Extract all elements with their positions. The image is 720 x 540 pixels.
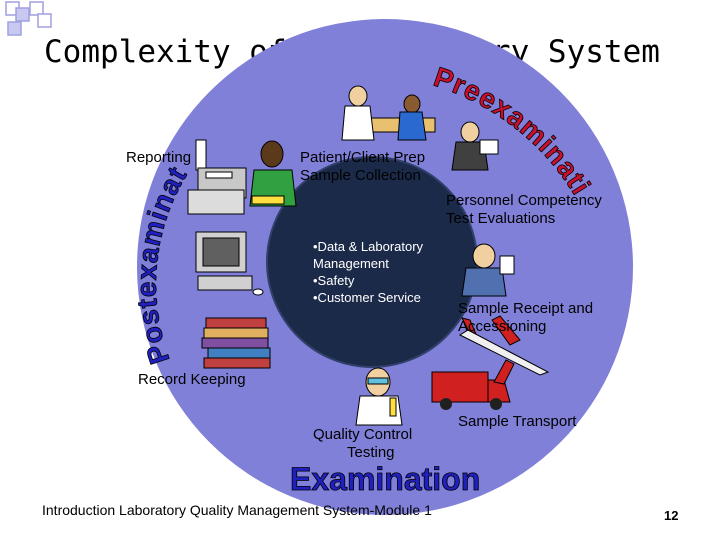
- lab-technician-illustration: [355, 367, 403, 426]
- label-patient-prep: Patient/Client Prep: [300, 149, 426, 166]
- book-stack-icon: [201, 317, 271, 369]
- computer-icon: [195, 231, 264, 296]
- fax-machine-icon: [187, 139, 247, 215]
- page-number: 12: [664, 508, 679, 523]
- label-personnel-competency: Personnel Competency: [446, 192, 602, 209]
- center-circle: [267, 157, 477, 367]
- label-accessioning: Accessioning: [458, 318, 547, 335]
- label-quality-control: Quality Control: [313, 426, 413, 443]
- decorative-squares: [5, 1, 52, 36]
- label-sample-collection: Sample Collection: [300, 167, 421, 184]
- van-icon: [431, 371, 511, 410]
- slide-footer: Introduction Laboratory Quality Manageme…: [42, 502, 432, 518]
- label-sample-receipt: Sample Receipt and: [458, 300, 594, 317]
- label-test-evaluations: Test Evaluations: [446, 210, 556, 227]
- center-item-customer-service: •Customer Service: [313, 290, 421, 305]
- center-item-safety: •Safety: [313, 273, 355, 288]
- phase-exam-label: Examination: [290, 461, 480, 497]
- phlebotomy-illustration: [341, 85, 436, 141]
- label-sample-transport: Sample Transport: [458, 413, 577, 430]
- airplane-icon: [458, 315, 550, 385]
- receptionist-illustration: [451, 121, 499, 171]
- reporting-person-illustration: [249, 140, 297, 207]
- label-testing: Testing: [347, 444, 395, 461]
- label-record-keeping: Record Keeping: [138, 371, 246, 388]
- label-reporting: Reporting: [126, 149, 192, 166]
- center-item-data: •Data & Laboratory: [313, 239, 424, 254]
- personnel-illustration: [461, 243, 515, 297]
- center-item-management: Management: [313, 256, 389, 271]
